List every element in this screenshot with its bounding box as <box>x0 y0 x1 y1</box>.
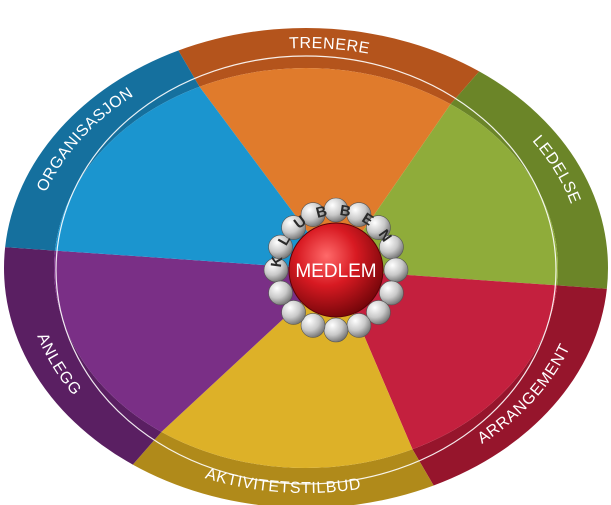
segment-wedge-trenere <box>199 67 451 270</box>
bead <box>323 317 349 343</box>
bead <box>383 257 409 283</box>
center-ball <box>288 222 384 318</box>
bead <box>300 313 326 338</box>
bead <box>366 215 391 240</box>
bead <box>379 280 404 306</box>
bead <box>346 313 372 338</box>
ring-band-trenere <box>178 27 480 105</box>
bead <box>268 234 293 260</box>
center-label: MEDLEM <box>295 261 376 282</box>
ring-band-organisasjon <box>5 50 200 251</box>
bead <box>346 202 372 227</box>
segment-wedge-anlegg <box>54 250 336 432</box>
ring-band-anlegg <box>3 247 162 465</box>
ring-band-aktivitetstilbud <box>132 431 434 505</box>
divider-ring <box>55 55 557 485</box>
bead <box>366 300 391 325</box>
bead-letter: B <box>314 203 329 222</box>
segment-wedge-organisasjon <box>54 86 337 271</box>
segment-label-trenere: TRENERE <box>289 35 371 58</box>
bead <box>268 280 293 306</box>
bead <box>281 300 306 325</box>
bead-letter: K <box>268 255 286 268</box>
bead <box>281 215 306 240</box>
bead-letter: B <box>339 202 353 221</box>
segment-wedge-arrangement <box>336 270 558 450</box>
ring-band-arrangement <box>412 285 607 486</box>
